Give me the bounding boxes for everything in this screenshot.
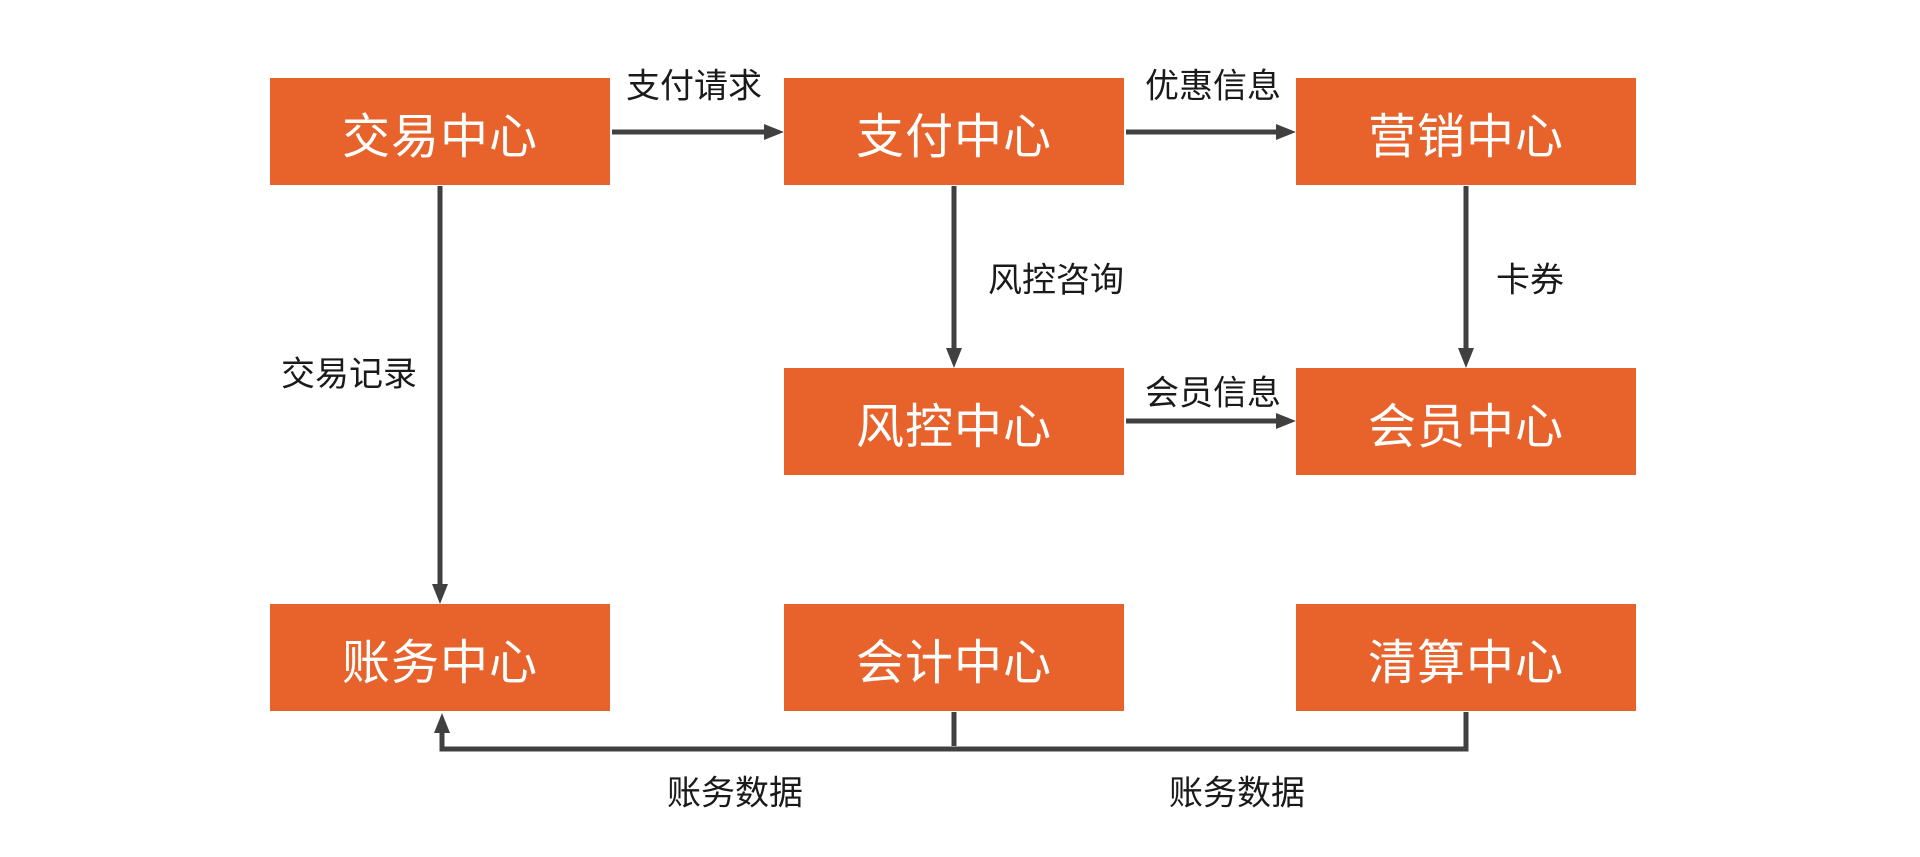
- node-billing-center: 账务中心: [270, 604, 610, 711]
- node-marketing-center: 营销中心: [1296, 78, 1636, 185]
- edge-label-trade-record: 交易记录: [281, 355, 417, 394]
- edge-label-member-info: 会员信息: [1145, 374, 1281, 413]
- node-risk-center: 风控中心: [784, 368, 1124, 475]
- node-accounting-center: 会计中心: [784, 604, 1124, 711]
- arrow-clearing-to-billing: [434, 712, 1469, 752]
- edge-label-promo-info: 优惠信息: [1145, 67, 1281, 106]
- node-trade-center: 交易中心: [270, 78, 610, 185]
- node-member-center: 会员中心: [1296, 368, 1636, 475]
- edge-label-billing-data-left: 账务数据: [667, 774, 803, 813]
- edge-label-billing-data-right: 账务数据: [1169, 774, 1305, 813]
- edge-label-card-coupon: 卡券: [1496, 261, 1564, 300]
- edge-label-payment-request: 支付请求: [626, 67, 762, 106]
- node-clearing-center: 清算中心: [1296, 604, 1636, 711]
- edge-label-risk-consult: 风控咨询: [988, 261, 1124, 300]
- node-payment-center: 支付中心: [784, 78, 1124, 185]
